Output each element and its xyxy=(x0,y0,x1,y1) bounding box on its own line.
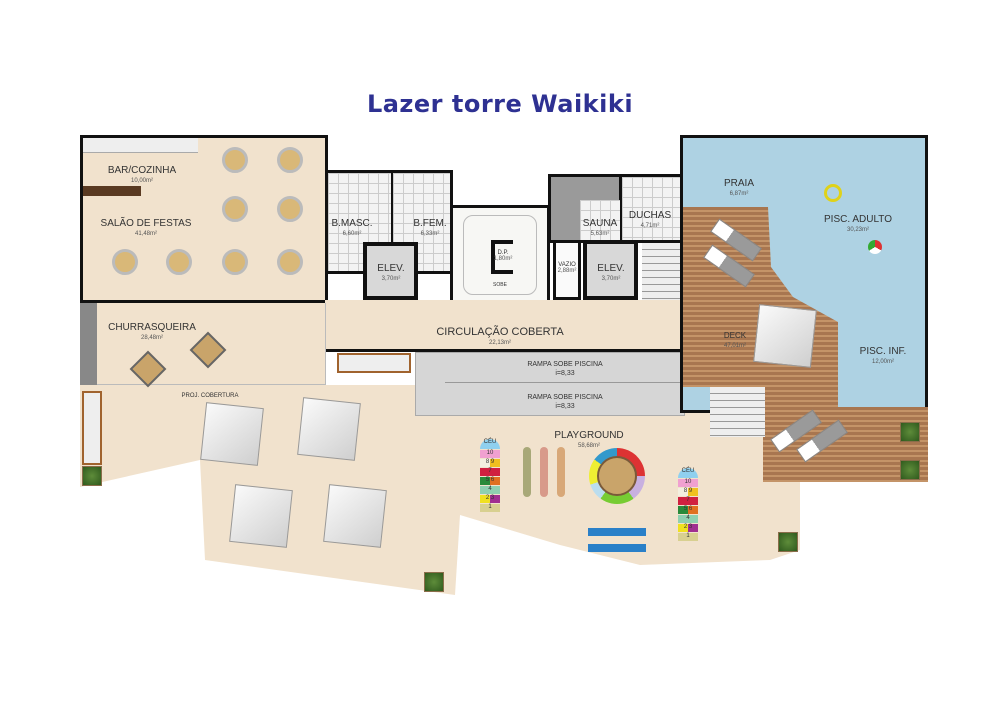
dp-label: D.P.1,80m² xyxy=(493,250,513,262)
stairs xyxy=(642,243,680,300)
table xyxy=(277,249,303,275)
bench xyxy=(588,528,646,536)
bench xyxy=(588,544,646,552)
table xyxy=(222,147,248,173)
umbrella xyxy=(753,304,817,368)
plan-title: Lazer torre Waikiki xyxy=(366,90,634,118)
sauna-bench xyxy=(580,200,620,240)
bench xyxy=(337,353,411,373)
umbrella xyxy=(297,397,361,461)
plant xyxy=(900,422,920,442)
table xyxy=(277,196,303,222)
bfem-label: B.FEM.6,33m² xyxy=(413,218,447,237)
elev1-label: ELEV.3,70m² xyxy=(377,263,405,282)
hopscotch: CÉU 10 8 9 7 5 6 4 2 3 1 xyxy=(678,467,698,542)
sobe-label: SOBE xyxy=(493,282,507,288)
carousel-wheel xyxy=(597,456,637,496)
balance-beam xyxy=(557,447,565,497)
table xyxy=(166,249,192,275)
umbrella xyxy=(200,402,264,466)
ramp-divider xyxy=(445,382,683,383)
duchas xyxy=(620,174,683,243)
umbrella xyxy=(323,484,387,548)
beach-ball xyxy=(868,240,882,254)
stair-outline xyxy=(463,215,537,295)
plant xyxy=(778,532,798,552)
umbrella xyxy=(229,484,293,548)
bar-counter xyxy=(83,186,141,196)
table xyxy=(222,196,248,222)
hopscotch: CÉU 10 8 9 7 5 6 4 2 3 1 xyxy=(480,438,500,513)
bench xyxy=(82,391,102,465)
table xyxy=(222,249,248,275)
plant xyxy=(900,460,920,480)
balance-beam xyxy=(540,447,548,497)
deck-stairs xyxy=(710,387,765,437)
grill xyxy=(80,303,97,385)
circulacao-coberta xyxy=(325,300,683,352)
elevator-1 xyxy=(363,242,418,300)
ramps xyxy=(415,352,685,416)
dp-shaft xyxy=(491,240,513,274)
kitchen-counter xyxy=(83,138,198,153)
balance-beam xyxy=(523,447,531,497)
elev2-label: ELEV.3,70m² xyxy=(597,263,625,282)
table xyxy=(112,249,138,275)
inf-label: PISC. INF.12,00m² xyxy=(859,346,907,365)
plant xyxy=(424,572,444,592)
bmasc-label: B.MASC.6,60m² xyxy=(331,218,373,237)
elevator-2 xyxy=(583,240,638,300)
plant xyxy=(82,466,102,486)
vazio xyxy=(553,240,581,300)
table xyxy=(277,147,303,173)
proj-cobertura-label: PROJ. COBERTURA xyxy=(181,393,239,399)
pool-float xyxy=(824,184,842,202)
